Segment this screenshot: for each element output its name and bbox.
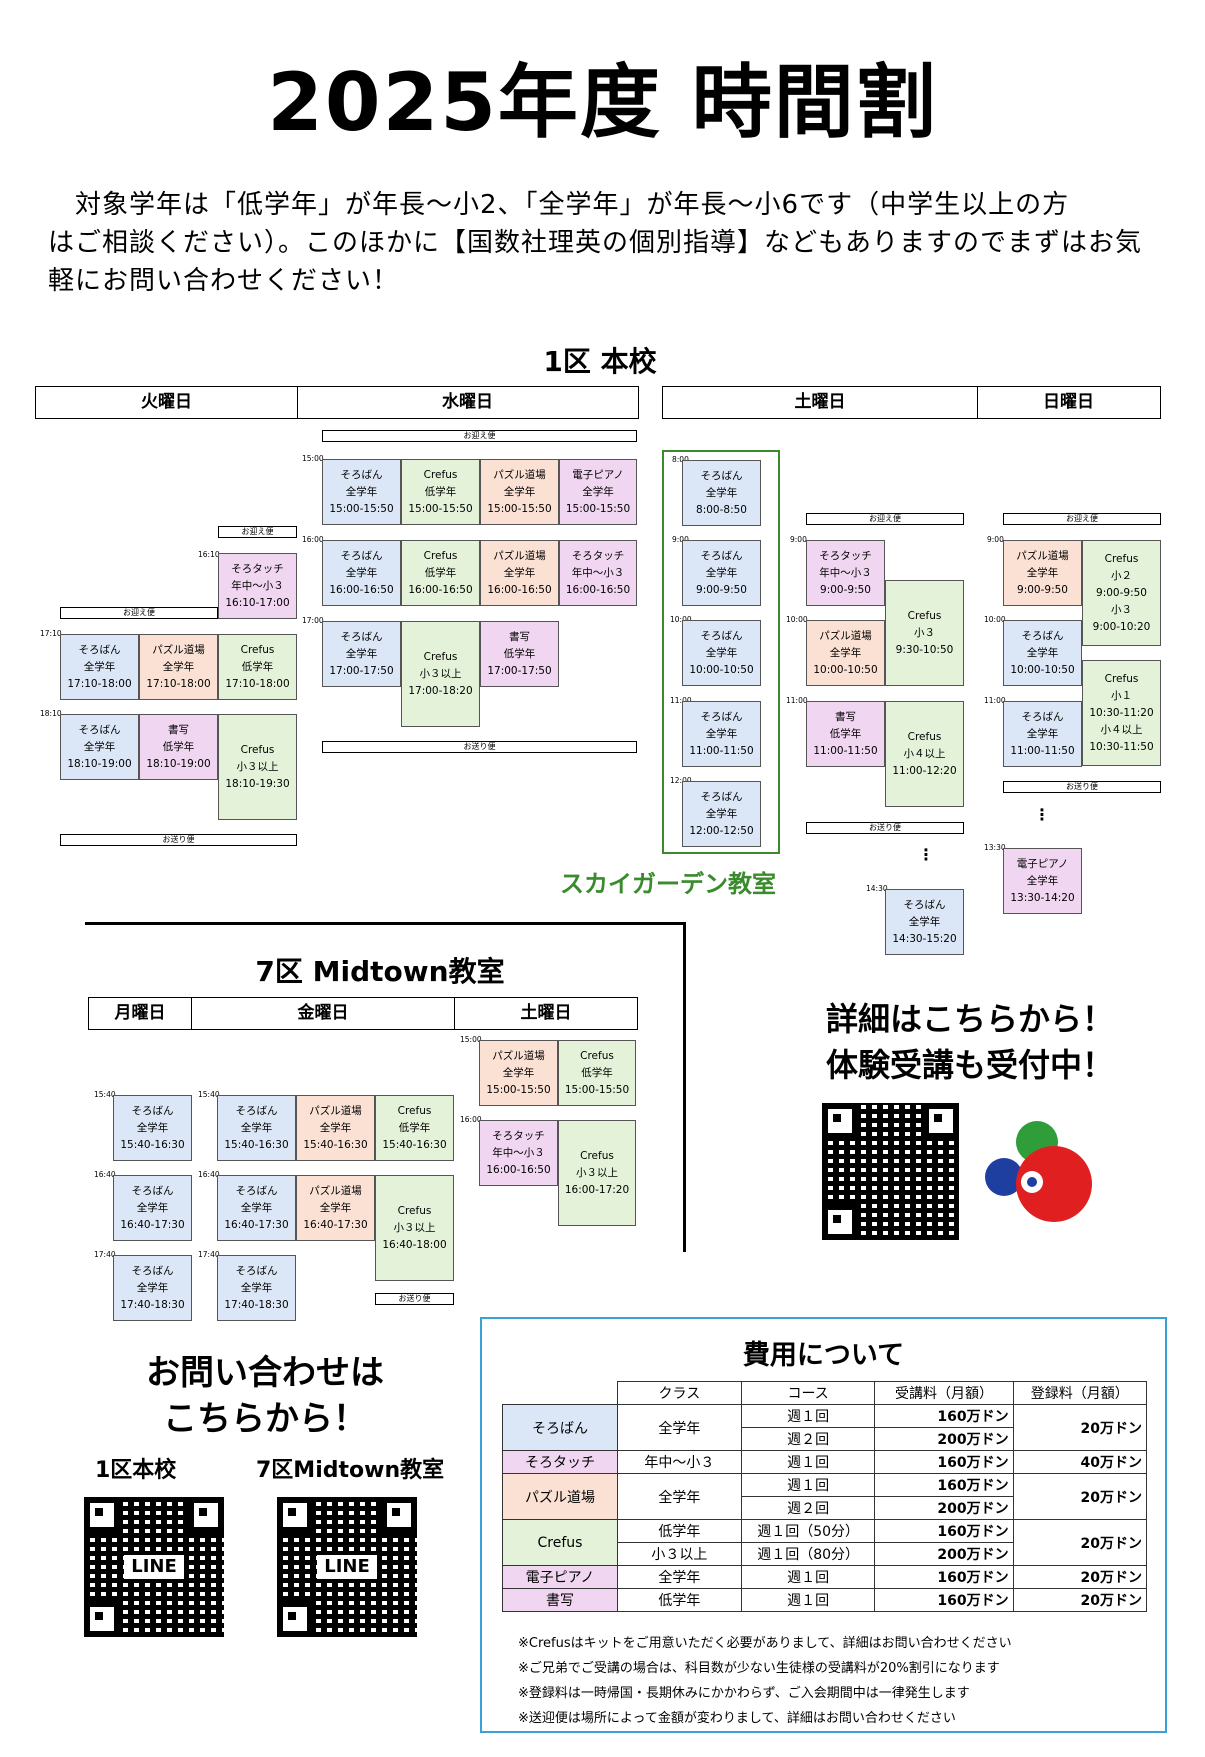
page-title: 2025年度 時間割: [267, 56, 938, 149]
intro-text: 対象学年は「低学年」が年長〜小2、「全学年」が年長〜小6です（中学生以上の方はご…: [48, 190, 1143, 296]
details-heading: 詳細はこちらから！体験受講も受付中！: [825, 1000, 1114, 1084]
midtown-days: 月曜日金曜日土曜日: [88, 997, 638, 1030]
fee-title: 費用について: [742, 1340, 905, 1371]
honko-days-left: 火曜日水曜日: [35, 386, 639, 419]
details-qr[interactable]: [822, 1103, 959, 1240]
line-qr-honko[interactable]: LINE: [84, 1497, 224, 1637]
divider-right: [683, 922, 686, 1252]
honko-title: 1区 本校: [543, 345, 657, 378]
qr1-label: 1区本校: [95, 1458, 177, 1483]
honko-days-right: 土曜日日曜日: [662, 386, 1161, 419]
sky-garden-label: スカイガーデン教室: [560, 870, 776, 898]
qr2-label: 7区Midtown教室: [256, 1458, 445, 1483]
school-logo: [985, 1121, 1092, 1222]
divider-top: [85, 922, 685, 925]
fee-notes: ※Crefusはキットをご用意いただく必要がありまして、詳細はお問い合わせくださ…: [518, 1636, 1012, 1726]
fee-box: 費用について クラス コース 受講料（月額） 登録料（月額） そろばん全学年週１…: [480, 1317, 1167, 1733]
contact-heading: お問い合わせはこちらから！: [146, 1353, 384, 1439]
midtown-title: 7区 Midtown教室: [255, 955, 505, 988]
sky-garden-box: [662, 450, 780, 854]
line-qr-midtown[interactable]: LINE: [277, 1497, 417, 1637]
